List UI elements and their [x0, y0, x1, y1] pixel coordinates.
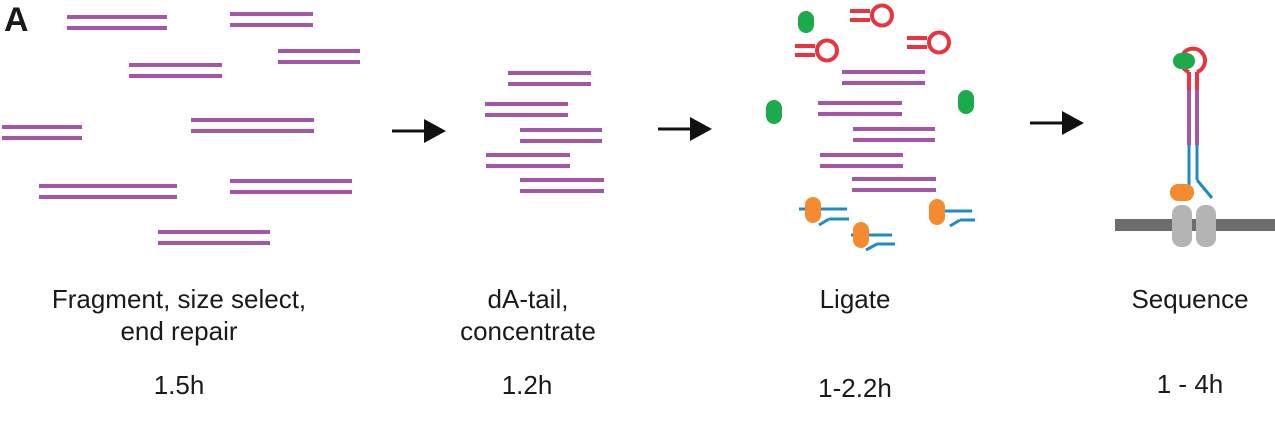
- arrow-1: [392, 119, 446, 143]
- dna-fragment: [520, 178, 604, 193]
- hairpin-adapter: [795, 38, 839, 63]
- adapter-protein: [1170, 184, 1194, 201]
- dna-fragment: [818, 101, 902, 116]
- nanopore-left: [1172, 205, 1192, 247]
- dna-fragment: [486, 153, 570, 168]
- motor-protein: [1173, 53, 1195, 69]
- dna-fragment: [191, 118, 314, 133]
- dna-fragment: [842, 70, 925, 85]
- arrow-2: [658, 117, 712, 141]
- nanopore-right: [1196, 205, 1216, 247]
- dna-fragment: [39, 184, 177, 199]
- step-3-time: 1-2.2h: [818, 373, 892, 403]
- dna-fragment: [852, 177, 936, 192]
- dna-strand-core: [1187, 90, 1199, 145]
- hairpin-adapter: [850, 3, 894, 28]
- dna-fragment: [129, 63, 222, 78]
- nanopore-sequencing-group: [1115, 46, 1275, 247]
- fragmented-dna-group: [2, 12, 360, 245]
- panel-letter: A: [4, 1, 29, 39]
- green-protein-group: [766, 11, 974, 124]
- membrane: [1115, 219, 1275, 231]
- dna-fragment: [520, 128, 602, 143]
- hairpin-adapter: [907, 30, 951, 55]
- motor-protein: [766, 100, 782, 124]
- adapter-with-protein: [851, 222, 895, 252]
- dna-fragment: [485, 102, 568, 117]
- dna-fragment: [853, 127, 935, 142]
- dna-fragment: [820, 153, 903, 168]
- step-4-label: Sequence: [1131, 284, 1249, 314]
- motor-protein: [958, 90, 974, 114]
- step-3-label: Ligate: [819, 284, 891, 314]
- dna-fragment: [158, 230, 270, 245]
- adapter-with-protein: [929, 199, 975, 228]
- arrow-3: [1030, 111, 1084, 135]
- step-2-time: 1.2h: [501, 370, 553, 400]
- ligation-dna: [818, 70, 936, 192]
- dna-fragment: [67, 15, 167, 30]
- step-1-time: 1.5h: [153, 370, 205, 400]
- dna-fragment: [278, 49, 360, 64]
- concentrated-dna-group: [485, 71, 604, 193]
- step-4-time: 1 - 4h: [1156, 369, 1224, 399]
- step-2-label: dA-tail, concentrate: [460, 284, 596, 346]
- dna-fragment: [230, 179, 352, 194]
- step-1-label: Fragment, size select, end repair: [51, 284, 307, 346]
- dna-fragment: [508, 71, 591, 86]
- dna-fragment: [2, 125, 82, 140]
- dna-fragment: [230, 12, 313, 27]
- adapter-with-protein: [799, 197, 849, 227]
- motor-protein: [798, 11, 814, 33]
- ligation-mix-group: [766, 3, 975, 252]
